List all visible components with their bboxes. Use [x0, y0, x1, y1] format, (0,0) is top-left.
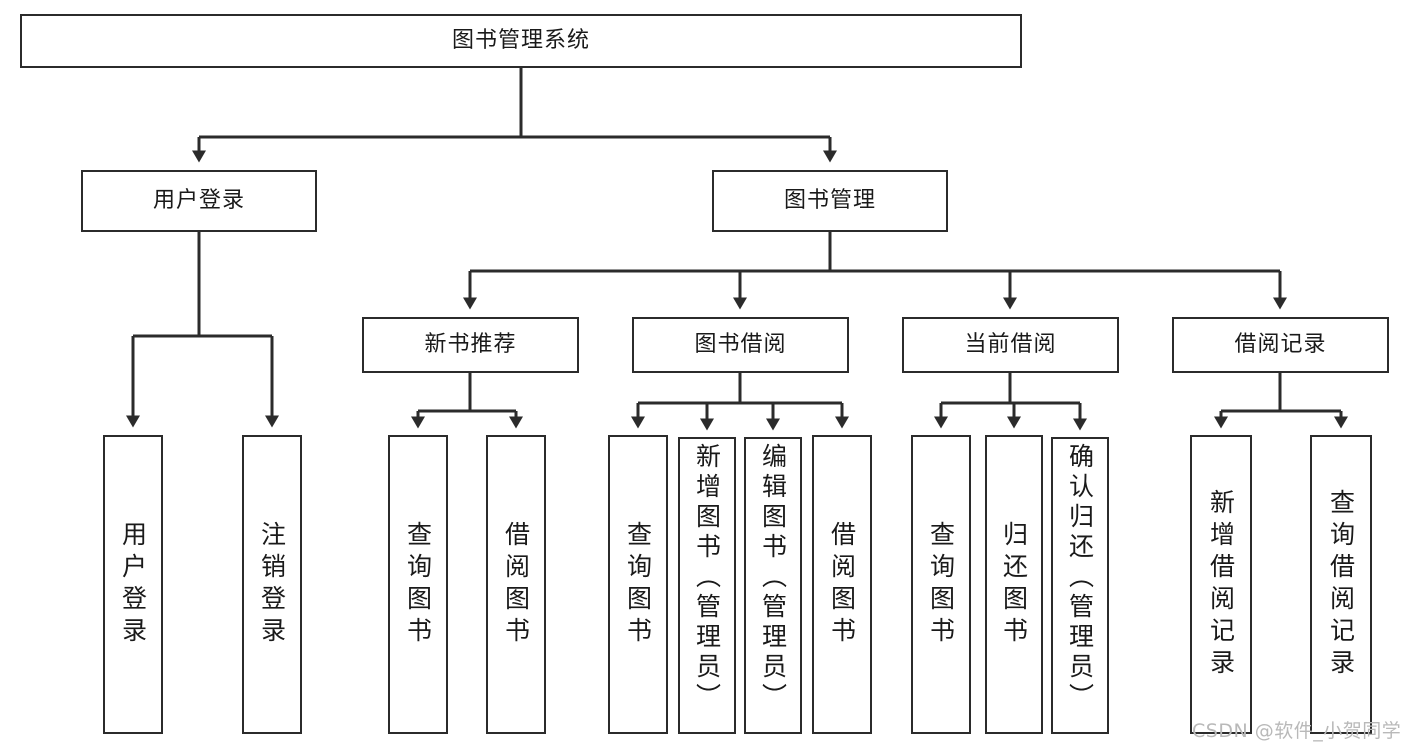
- node-current-borrow-label: 当前借阅: [964, 332, 1057, 358]
- leaf-query-book-current-label: 查询图书: [926, 520, 956, 649]
- node-new-book-recommend-label: 新书推荐: [424, 332, 517, 358]
- leaf-borrow-book-recommend-label: 借阅图书: [501, 520, 531, 649]
- leaf-add-book-admin-label: 新增图书（管理员）: [692, 443, 722, 713]
- leaf-user-login-label: 用户登录: [118, 520, 148, 649]
- node-book-borrow-label: 图书借阅: [694, 332, 787, 358]
- leaf-return-book[interactable]: 归还图书: [985, 435, 1043, 734]
- leaf-query-book-borrow-label: 查询图书: [623, 520, 653, 649]
- node-book-management[interactable]: 图书管理: [712, 170, 948, 232]
- leaf-add-borrow-record[interactable]: 新增借阅记录: [1190, 435, 1252, 734]
- leaf-query-book-borrow[interactable]: 查询图书: [608, 435, 668, 734]
- node-user-login[interactable]: 用户登录: [81, 170, 317, 232]
- leaf-borrow-book-recommend[interactable]: 借阅图书: [486, 435, 546, 734]
- leaf-return-book-label: 归还图书: [999, 520, 1029, 649]
- leaf-add-book-admin[interactable]: 新增图书（管理员）: [678, 437, 736, 734]
- node-book-management-label: 图书管理: [783, 188, 876, 214]
- node-current-borrow[interactable]: 当前借阅: [902, 317, 1119, 373]
- leaf-logout[interactable]: 注销登录: [242, 435, 302, 734]
- leaf-query-book-current[interactable]: 查询图书: [911, 435, 971, 734]
- leaf-query-book-recommend-label: 查询图书: [403, 520, 433, 649]
- leaf-confirm-return-admin[interactable]: 确认归还（管理员）: [1051, 437, 1109, 734]
- leaf-edit-book-admin[interactable]: 编辑图书（管理员）: [744, 437, 802, 734]
- leaf-borrow-book-label: 借阅图书: [827, 520, 857, 649]
- leaf-user-login[interactable]: 用户登录: [103, 435, 163, 734]
- leaf-confirm-return-admin-label: 确认归还（管理员）: [1065, 443, 1095, 713]
- node-root-label: 图书管理系统: [451, 28, 590, 54]
- node-new-book-recommend[interactable]: 新书推荐: [362, 317, 579, 373]
- leaf-logout-label: 注销登录: [257, 520, 287, 649]
- node-user-login-label: 用户登录: [152, 188, 245, 214]
- leaf-query-borrow-record-label: 查询借阅记录: [1326, 488, 1356, 681]
- node-root[interactable]: 图书管理系统: [20, 14, 1022, 68]
- node-borrow-record[interactable]: 借阅记录: [1172, 317, 1389, 373]
- node-borrow-record-label: 借阅记录: [1234, 332, 1327, 358]
- csdn-watermark: CSDN @软件_小贺同学: [1192, 720, 1402, 742]
- node-book-borrow[interactable]: 图书借阅: [632, 317, 849, 373]
- leaf-query-borrow-record[interactable]: 查询借阅记录: [1310, 435, 1372, 734]
- leaf-query-book-recommend[interactable]: 查询图书: [388, 435, 448, 734]
- leaf-edit-book-admin-label: 编辑图书（管理员）: [758, 443, 788, 713]
- leaf-borrow-book[interactable]: 借阅图书: [812, 435, 872, 734]
- leaf-add-borrow-record-label: 新增借阅记录: [1206, 488, 1236, 681]
